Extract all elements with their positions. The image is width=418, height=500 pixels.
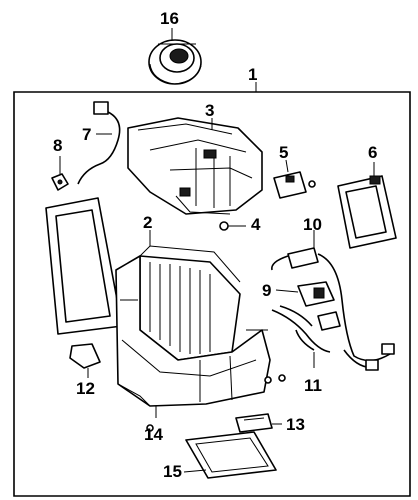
part-9-expansion-valve: [271, 281, 341, 353]
callout-15: 15: [163, 462, 182, 481]
part-10-harness: [271, 247, 395, 371]
leader-9: [275, 289, 299, 293]
callout-8: 8: [53, 136, 62, 155]
callout-16: 16: [160, 9, 179, 28]
screws: [264, 374, 286, 384]
callout-10: 10: [303, 215, 322, 234]
callout-3: 3: [205, 101, 214, 120]
callout-9: 9: [262, 281, 271, 300]
part-5-resistor: [273, 171, 316, 199]
part-14-screw: [146, 424, 154, 438]
part-13-cover: [235, 413, 273, 433]
callout-7: 7: [82, 125, 91, 144]
leader-5: [285, 159, 289, 173]
part-3-upper-case: [127, 117, 263, 215]
assembly-boundary: [13, 91, 411, 497]
callout-1: 1: [248, 65, 257, 84]
callout-14: 14: [144, 425, 163, 444]
callout-6: 6: [368, 143, 377, 162]
part-12-duct: [69, 343, 101, 369]
part-7-harness: [77, 101, 121, 185]
part-6-seal: [337, 175, 397, 249]
callout-11: 11: [304, 376, 322, 395]
part-16-blower-motor: [148, 39, 202, 85]
callout-2: 2: [143, 213, 152, 232]
part-11-tube: [295, 329, 315, 351]
lower-case: [115, 255, 271, 407]
part-2-evaporator: [139, 245, 241, 361]
left-gasket-frame: [45, 197, 123, 335]
part-8-clip: [51, 173, 69, 191]
callout-12: 12: [76, 379, 95, 398]
part-15-tray: [185, 431, 277, 479]
callout-13: 13: [286, 415, 305, 434]
callout-4: 4: [251, 215, 261, 234]
leader-15: [183, 469, 207, 473]
callout-5: 5: [279, 143, 288, 162]
